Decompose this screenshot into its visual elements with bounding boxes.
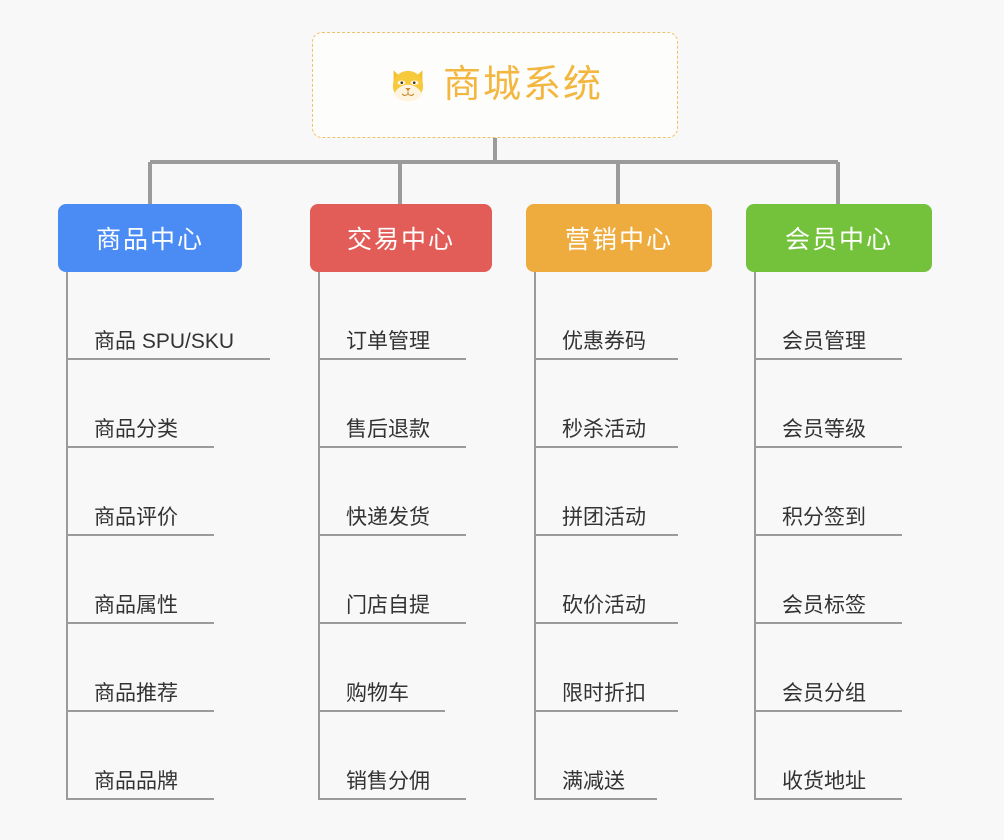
- list-item-underline: [754, 358, 902, 360]
- category-header[interactable]: 营销中心: [526, 204, 712, 272]
- list-item-label: 订单管理: [346, 329, 430, 353]
- list-item[interactable]: 门店自提: [310, 536, 492, 624]
- category-label: 营销中心: [564, 226, 673, 254]
- list-item[interactable]: 秒杀活动: [526, 360, 712, 448]
- list-item-label: 销售分佣: [346, 769, 430, 793]
- root-title: 商城系统: [442, 64, 603, 106]
- list-item-label: 会员标签: [782, 593, 866, 617]
- list-item-underline: [318, 710, 445, 712]
- list-item-underline: [534, 710, 678, 712]
- category-header[interactable]: 会员中心: [746, 204, 932, 272]
- list-item[interactable]: 商品推荐: [58, 624, 242, 712]
- list-item-label: 商品分类: [94, 417, 178, 441]
- category-column-1: 商品中心商品 SPU/SKU 商品分类商品评价商品属性商品推荐商品品牌: [58, 204, 270, 800]
- list-item-underline: [318, 534, 466, 536]
- list-item-label: 秒杀活动: [562, 417, 646, 441]
- category-item-list: 优惠券码秒杀活动拼团活动砍价活动限时折扣满减送: [526, 272, 712, 800]
- list-item-label: 优惠券码: [562, 329, 646, 353]
- branch-spine: [534, 272, 536, 800]
- category-item-list: 订单管理售后退款快递发货门店自提购物车销售分佣: [310, 272, 492, 800]
- category-column-4: 会员中心会员管理会员等级积分签到会员标签会员分组收货地址: [746, 204, 932, 800]
- category-column-2: 交易中心订单管理售后退款快递发货门店自提购物车销售分佣: [310, 204, 492, 800]
- list-item-label: 购物车: [346, 681, 409, 705]
- branch-spine: [318, 272, 320, 800]
- list-item-underline: [318, 358, 466, 360]
- category-column-3: 营销中心优惠券码秒杀活动拼团活动砍价活动限时折扣满减送: [526, 204, 712, 800]
- list-item-underline: [754, 798, 902, 800]
- list-item-label: 拼团活动: [562, 505, 646, 529]
- list-item-label: 商品 SPU/SKU: [94, 329, 235, 353]
- list-item[interactable]: 满减送: [526, 712, 712, 800]
- list-item-label: 会员等级: [782, 417, 866, 441]
- list-item-label: 砍价活动: [562, 593, 646, 617]
- list-item[interactable]: 快递发货: [310, 448, 492, 536]
- branch-spine: [66, 272, 68, 800]
- root-node[interactable]: 商城系统: [312, 32, 678, 138]
- list-item[interactable]: 会员管理: [746, 272, 932, 360]
- category-item-list: 商品 SPU/SKU 商品分类商品评价商品属性商品推荐商品品牌: [58, 272, 270, 800]
- list-item[interactable]: 会员标签: [746, 536, 932, 624]
- list-item-label: 商品属性: [94, 593, 178, 617]
- category-item-list: 会员管理会员等级积分签到会员标签会员分组收货地址: [746, 272, 932, 800]
- list-item[interactable]: 购物车: [310, 624, 492, 712]
- category-label: 交易中心: [346, 226, 455, 254]
- list-item-label: 限时折扣: [562, 681, 646, 705]
- list-item[interactable]: 拼团活动: [526, 448, 712, 536]
- list-item-underline: [534, 446, 678, 448]
- category-label: 商品中心: [95, 226, 204, 254]
- list-item-underline: [318, 446, 466, 448]
- list-item-underline: [66, 358, 270, 360]
- list-item-underline: [534, 534, 678, 536]
- list-item-label: 收货地址: [782, 769, 866, 793]
- list-item[interactable]: 商品品牌: [58, 712, 242, 800]
- list-item-label: 满减送: [562, 769, 625, 793]
- list-item-label: 会员分组: [782, 681, 866, 705]
- list-item[interactable]: 订单管理: [310, 272, 492, 360]
- list-item[interactable]: 售后退款: [310, 360, 492, 448]
- list-item-underline: [534, 798, 657, 800]
- list-item-label: 门店自提: [346, 593, 430, 617]
- list-item-label: 售后退款: [346, 417, 430, 441]
- list-item[interactable]: 会员等级: [746, 360, 932, 448]
- list-item-label: 快递发货: [346, 505, 430, 529]
- dog-face-icon: [392, 70, 424, 102]
- list-item-label: 商品品牌: [94, 769, 178, 793]
- list-item-underline: [754, 534, 902, 536]
- list-item[interactable]: 商品分类: [58, 360, 242, 448]
- category-header[interactable]: 商品中心: [58, 204, 242, 272]
- list-item[interactable]: 收货地址: [746, 712, 932, 800]
- list-item[interactable]: 会员分组: [746, 624, 932, 712]
- list-item-underline: [66, 798, 214, 800]
- list-item[interactable]: 商品 SPU/SKU: [58, 272, 270, 360]
- list-item-underline: [66, 622, 214, 624]
- list-item[interactable]: 商品评价: [58, 448, 242, 536]
- list-item-underline: [534, 358, 678, 360]
- category-header[interactable]: 交易中心: [310, 204, 492, 272]
- list-item[interactable]: 砍价活动: [526, 536, 712, 624]
- category-label: 会员中心: [784, 226, 893, 254]
- list-item-underline: [66, 446, 214, 448]
- list-item-underline: [66, 710, 214, 712]
- list-item-label: 商品推荐: [94, 681, 178, 705]
- list-item-underline: [66, 534, 214, 536]
- list-item-underline: [318, 798, 466, 800]
- branch-spine: [754, 272, 756, 800]
- list-item-underline: [754, 622, 902, 624]
- list-item-underline: [534, 622, 678, 624]
- list-item[interactable]: 限时折扣: [526, 624, 712, 712]
- list-item-label: 商品评价: [94, 505, 178, 529]
- list-item-underline: [754, 446, 902, 448]
- list-item[interactable]: 商品属性: [58, 536, 242, 624]
- list-item-label: 积分签到: [782, 505, 866, 529]
- list-item-underline: [318, 622, 466, 624]
- list-item[interactable]: 销售分佣: [310, 712, 492, 800]
- list-item-underline: [754, 710, 902, 712]
- list-item-label: 会员管理: [782, 329, 866, 353]
- list-item[interactable]: 积分签到: [746, 448, 932, 536]
- list-item[interactable]: 优惠券码: [526, 272, 712, 360]
